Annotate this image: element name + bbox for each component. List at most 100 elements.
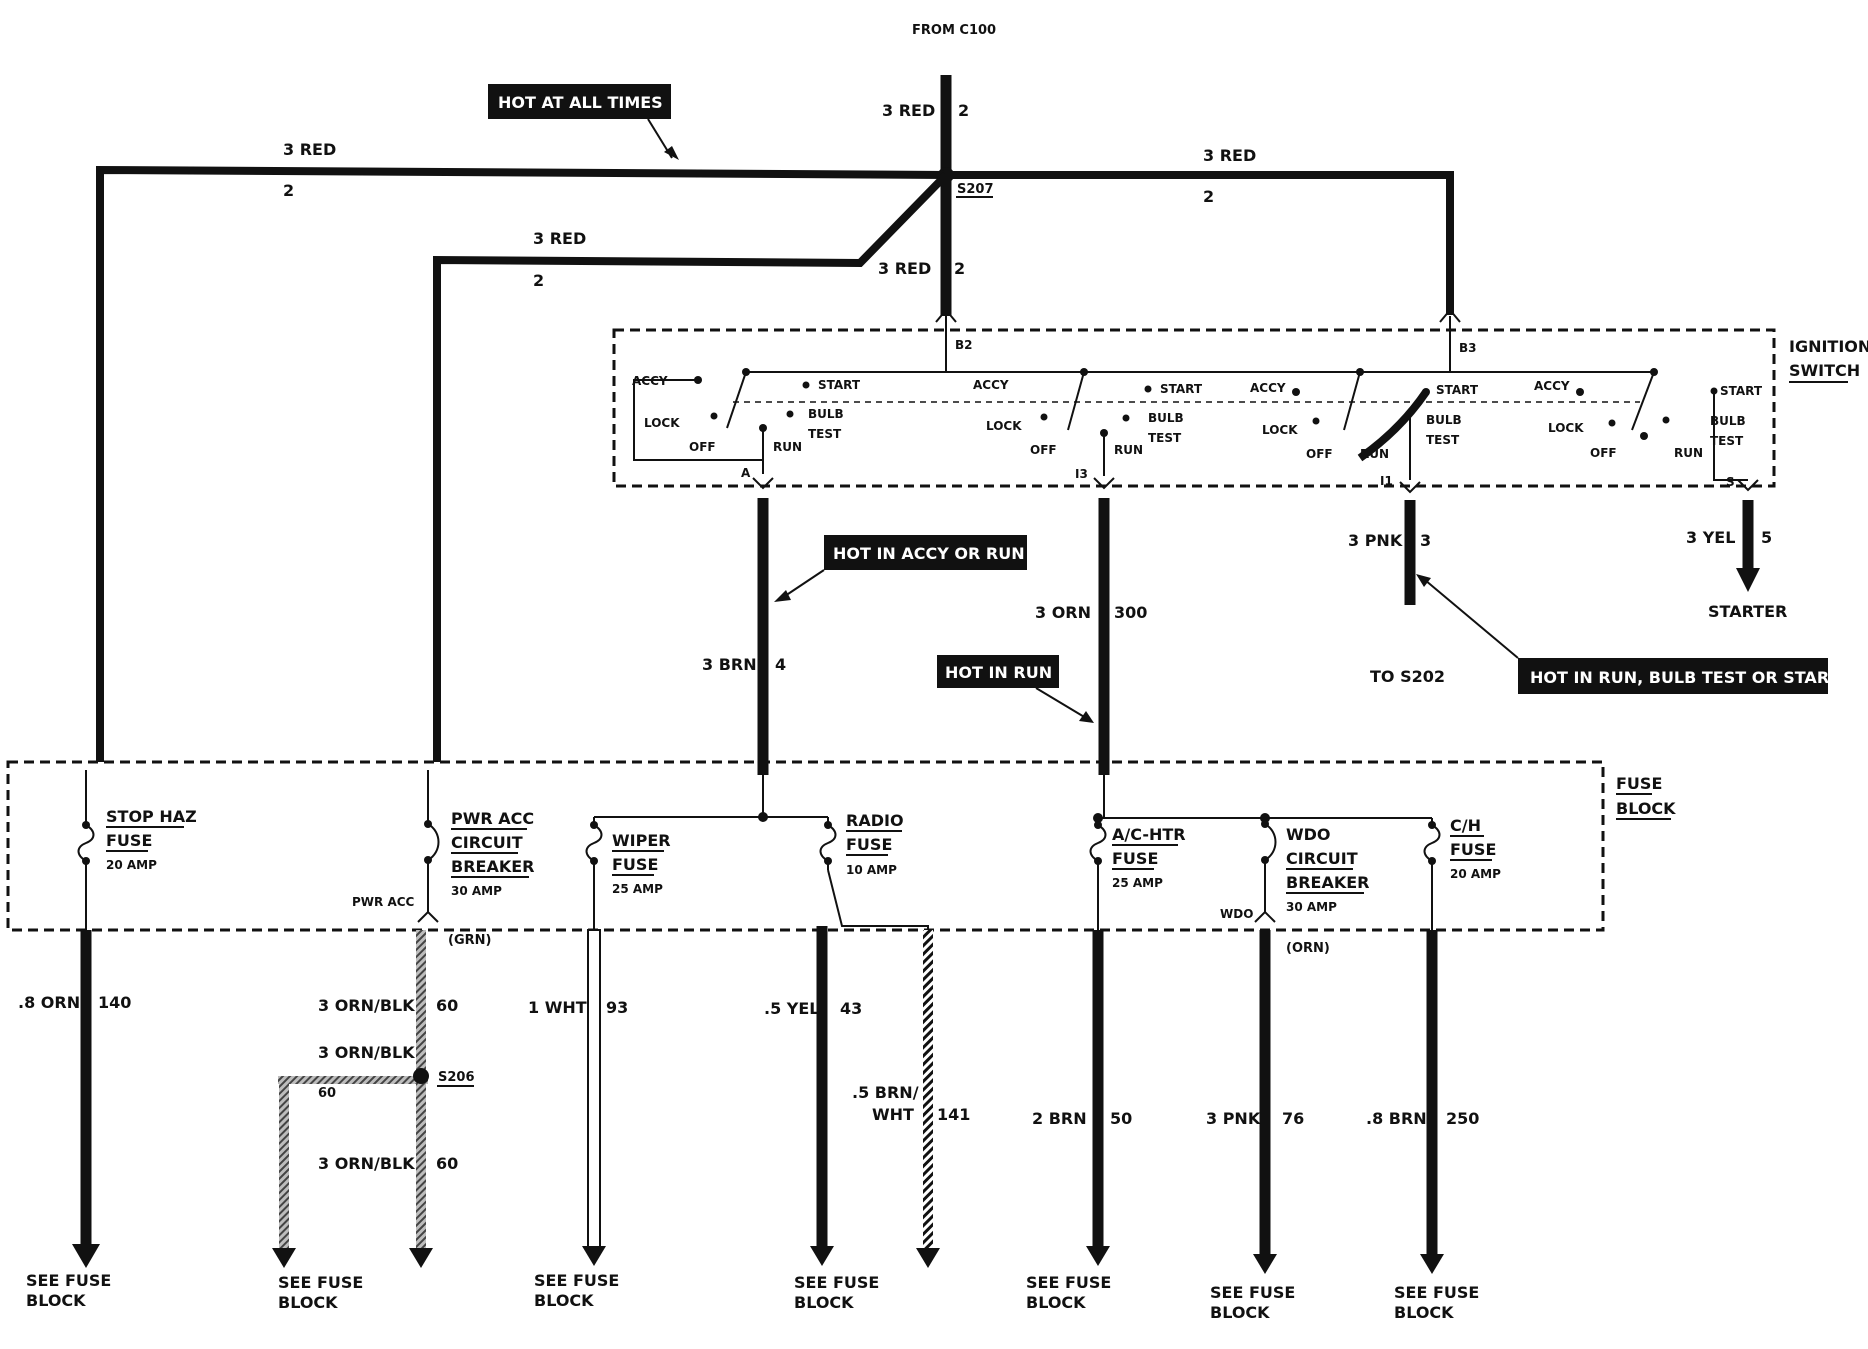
hot-in-run-bulb-start-callout: HOT IN RUN, BULB TEST OR START: [1416, 574, 1839, 694]
svg-text:BLOCK: BLOCK: [1394, 1303, 1454, 1322]
svg-text:BLOCK: BLOCK: [26, 1291, 86, 1310]
svg-text:76: 76: [1282, 1109, 1304, 1128]
wire-left-to-stop-haz: [96, 165, 947, 762]
svg-text:25 AMP: 25 AMP: [612, 882, 663, 896]
svg-text:BULB: BULB: [1710, 414, 1746, 428]
svg-text:TEST: TEST: [1426, 433, 1460, 447]
terminal-b3: B3: [1439, 308, 1477, 372]
svg-text:.5 YEL: .5 YEL: [764, 999, 820, 1018]
svg-text:10 AMP: 10 AMP: [846, 863, 897, 877]
svg-text:OFF: OFF: [689, 440, 716, 454]
arrow-down-icon: [1253, 1254, 1277, 1274]
svg-text:HOT IN RUN, BULB TEST OR START: HOT IN RUN, BULB TEST OR START: [1530, 668, 1839, 687]
svg-text:OFF: OFF: [1306, 447, 1333, 461]
svg-text:HOT IN RUN: HOT IN RUN: [945, 663, 1052, 682]
wire-orn-blk-60: [416, 930, 426, 1258]
wire-brn-wht-141: [923, 930, 933, 1248]
terminal-b2: B2: [935, 308, 973, 372]
svg-text:2 BRN: 2 BRN: [1032, 1109, 1087, 1128]
svg-text:SEE FUSE: SEE FUSE: [1394, 1283, 1479, 1302]
svg-text:PWR ACC: PWR ACC: [352, 895, 415, 909]
wire-label: 3 RED: [878, 259, 931, 278]
arrow-down-icon: [1420, 1254, 1444, 1274]
svg-text:I3: I3: [1075, 467, 1088, 481]
wire-circuit-label: 2: [958, 101, 969, 120]
svg-text:START: START: [818, 378, 861, 392]
wire-right-to-b3: [946, 171, 1454, 315]
splice-s206: [413, 1068, 429, 1084]
fuse-stop-haz: STOP HAZ FUSE 20 AMP: [106, 807, 197, 872]
svg-text:LOCK: LOCK: [644, 416, 680, 430]
hot-in-run-callout: HOT IN RUN: [937, 655, 1094, 723]
svg-text:BULB: BULB: [1148, 411, 1184, 425]
svg-text:60: 60: [318, 1086, 336, 1101]
svg-text:3 ORN/BLK: 3 ORN/BLK: [318, 1043, 415, 1062]
svg-text:BLOCK: BLOCK: [1210, 1303, 1270, 1322]
svg-text:SEE FUSE: SEE FUSE: [1026, 1273, 1111, 1292]
svg-text:3 BRN: 3 BRN: [702, 655, 757, 674]
wire-label: 3 RED: [283, 140, 336, 159]
ignition-switch-boundary: [612, 328, 1776, 488]
pwr-acc-breaker-icon: [424, 770, 440, 912]
svg-text:141: 141: [937, 1105, 970, 1124]
svg-text:ACCY: ACCY: [1534, 379, 1570, 393]
wire-circuit-label: 2: [283, 181, 294, 200]
svg-text:ACCY: ACCY: [1250, 381, 1286, 395]
svg-text:C/H: C/H: [1450, 816, 1481, 835]
ch-fuse-icon: [1423, 818, 1441, 930]
svg-text:3 PNK: 3 PNK: [1206, 1109, 1261, 1128]
svg-text:WHT: WHT: [872, 1105, 914, 1124]
svg-text:WIPER: WIPER: [612, 831, 671, 850]
splice-s207-label: S207: [957, 182, 994, 197]
svg-text:FUSE: FUSE: [1450, 840, 1496, 859]
svg-text:BREAKER: BREAKER: [1286, 873, 1369, 892]
svg-text:3: 3: [1420, 531, 1431, 550]
svg-text:PWR ACC: PWR ACC: [451, 809, 534, 828]
terminal-i1: I1: [1380, 474, 1421, 494]
svg-text:1 WHT: 1 WHT: [528, 998, 587, 1017]
svg-text:SEE FUSE: SEE FUSE: [794, 1273, 879, 1292]
breaker-wdo: WDO CIRCUIT BREAKER 30 AMP: [1286, 825, 1369, 914]
arrow-down-icon: [916, 1248, 940, 1268]
wire-wht-93: [587, 929, 601, 1249]
arrow-down-icon: [272, 1248, 296, 1268]
arrow-head-icon: [1079, 711, 1094, 723]
svg-text:140: 140: [98, 993, 131, 1012]
svg-text:RUN: RUN: [1114, 443, 1143, 457]
svg-text:RADIO: RADIO: [846, 811, 904, 830]
svg-text:SEE FUSE: SEE FUSE: [26, 1271, 111, 1290]
switch-section-2: ACCY LOCK OFF RUN START BULB TEST: [973, 368, 1203, 476]
svg-text:BLOCK: BLOCK: [794, 1293, 854, 1312]
svg-text:(GRN): (GRN): [448, 933, 491, 948]
svg-text:START: START: [1160, 382, 1203, 396]
svg-text:START: START: [1436, 383, 1479, 397]
svg-text:A/C-HTR: A/C-HTR: [1112, 825, 1186, 844]
svg-text:OFF: OFF: [1030, 443, 1057, 457]
wiper-fuse-icon: [585, 817, 603, 930]
arrow-down-icon: [409, 1248, 433, 1268]
arrow-head-icon: [1416, 574, 1431, 587]
wire-to-pwr-acc: [433, 172, 949, 762]
svg-text:STOP HAZ: STOP HAZ: [106, 807, 197, 826]
svg-text:50: 50: [1110, 1109, 1132, 1128]
terminal-a: A: [741, 466, 774, 490]
radio-fuse-icon: [819, 817, 837, 870]
terminal-s: S: [1726, 475, 1759, 492]
ac-htr-fuse-icon: [1089, 818, 1107, 930]
svg-text:20 AMP: 20 AMP: [106, 858, 157, 872]
svg-text:RUN: RUN: [773, 440, 802, 454]
svg-text:B2: B2: [955, 338, 973, 352]
fuse-wiper: WIPER FUSE 25 AMP: [612, 831, 671, 896]
hot-in-accy-run-callout: HOT IN ACCY OR RUN: [774, 535, 1027, 602]
svg-text:I1: I1: [1380, 474, 1393, 488]
svg-text:BULB: BULB: [808, 407, 844, 421]
svg-text:TEST: TEST: [808, 427, 842, 441]
arrow-down-icon: [72, 1244, 100, 1268]
svg-text:FUSE: FUSE: [612, 855, 658, 874]
hot-at-all-times-text: HOT AT ALL TIMES: [498, 93, 663, 112]
svg-text:250: 250: [1446, 1109, 1479, 1128]
svg-text:SEE FUSE: SEE FUSE: [278, 1273, 363, 1292]
svg-text:5: 5: [1761, 528, 1772, 547]
stop-haz-fuse-icon: [77, 770, 95, 930]
